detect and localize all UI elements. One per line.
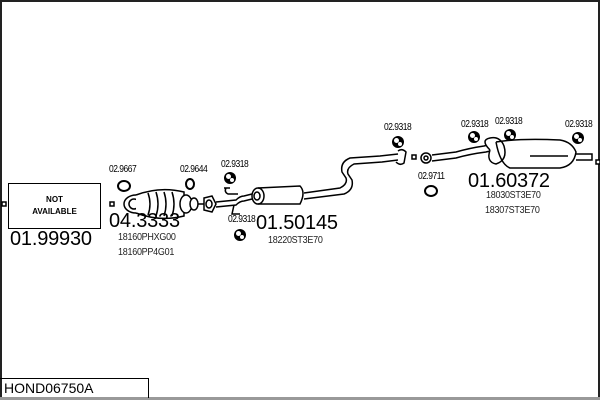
- fitting-code[interactable]: 02.9318: [565, 119, 593, 130]
- hanger-mount-icon: [504, 129, 516, 141]
- fitting-code[interactable]: 02.9318: [461, 119, 489, 130]
- reference-code: HOND06750A: [4, 380, 94, 396]
- oem-number: 18160PP4G01: [118, 247, 175, 258]
- gasket-ring-02-9644: [185, 178, 195, 190]
- rear-silencer-shape: [484, 136, 593, 169]
- oem-number: 18160PHXG00: [118, 232, 176, 243]
- gasket-ring-02-9711: [424, 185, 438, 197]
- fitting-code[interactable]: 02.9318: [228, 214, 256, 225]
- fitting-code[interactable]: 02.9318: [495, 116, 523, 127]
- connector-square: [1, 201, 7, 207]
- hanger-mount-icon: [468, 131, 480, 143]
- fitting-code[interactable]: 02.9667: [109, 164, 137, 175]
- centre-silencer-shape: [251, 185, 304, 205]
- oem-number: 18307ST3E70: [485, 205, 540, 216]
- na-line-2: AVAILABLE: [32, 207, 77, 216]
- frame-bottom-edge: [0, 397, 600, 400]
- oem-number: 18030ST3E70: [486, 190, 541, 201]
- hanger-mount-icon: [572, 132, 584, 144]
- gasket-ring-02-9667: [117, 180, 131, 192]
- part-number-rear-silencer[interactable]: 01.60372: [468, 170, 550, 192]
- fitting-code[interactable]: 02.9711: [418, 171, 445, 182]
- connector-square: [109, 201, 115, 207]
- part-number-catalytic-converter[interactable]: 04.3333: [109, 210, 180, 232]
- connector-square: [595, 159, 600, 165]
- fitting-code[interactable]: 02.9318: [384, 122, 412, 133]
- fitting-code[interactable]: 02.9644: [180, 164, 208, 175]
- intermediate-pipe: [215, 187, 253, 215]
- not-available-box: NOT AVAILABLE: [8, 183, 101, 229]
- part-number-front-pipe[interactable]: 01.99930: [10, 228, 92, 250]
- hanger-mount-icon: [224, 172, 236, 184]
- oem-number: 18220ST3E70: [268, 235, 323, 246]
- part-number-centre-silencer[interactable]: 01.50145: [256, 212, 338, 234]
- catalytic-converter-shape: [123, 188, 217, 220]
- reference-box: [0, 378, 149, 398]
- fitting-code[interactable]: 02.9318: [221, 159, 249, 170]
- rear-pipe: [303, 141, 503, 200]
- hanger-mount-icon: [392, 136, 404, 148]
- hanger-mount-icon: [234, 229, 246, 241]
- na-line-1: NOT: [46, 195, 63, 204]
